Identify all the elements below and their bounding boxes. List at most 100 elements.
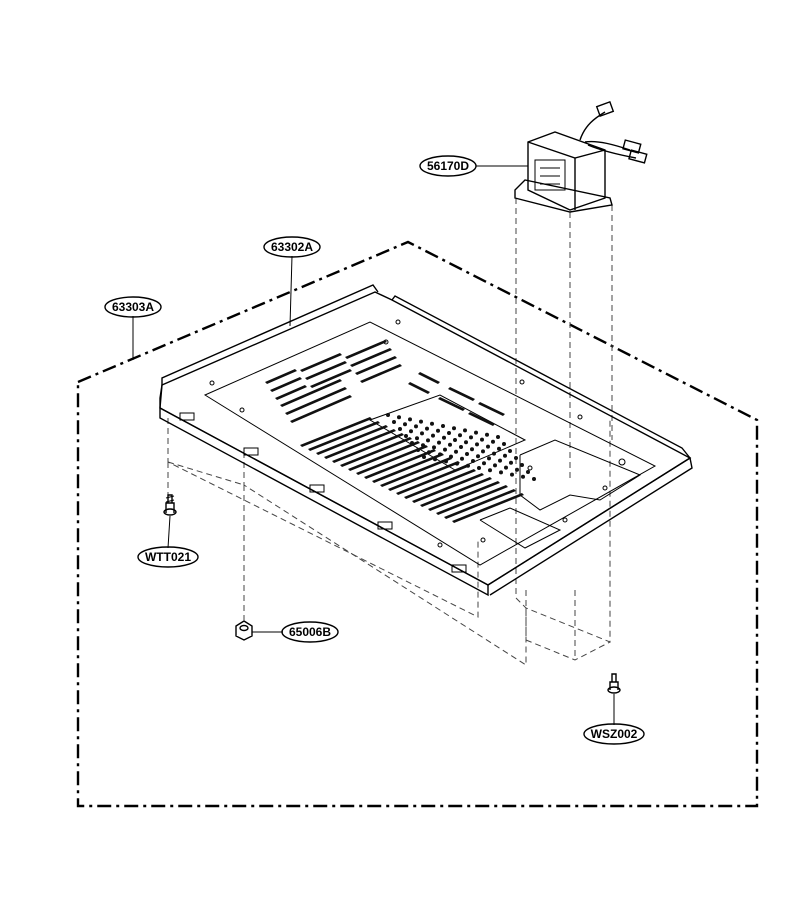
vent-slot [428, 481, 500, 511]
perforation-dot [419, 419, 423, 424]
perforation-dot [497, 446, 501, 451]
vent-slot [420, 477, 492, 507]
perforation-dot [436, 428, 440, 433]
vent-slot [388, 461, 460, 491]
vent-slot [372, 453, 444, 483]
center-perforations [386, 413, 536, 481]
front-screw-part [163, 494, 177, 516]
perforation-dot [403, 422, 407, 427]
part-label-56170D: 56170D [419, 155, 477, 177]
part-label-65006B: 65006B [281, 621, 339, 643]
perforation-dot [485, 432, 489, 437]
perforation-dot [496, 435, 500, 439]
perforation-dot [409, 429, 413, 434]
vent-slot [436, 485, 508, 515]
perforation-dot [458, 433, 462, 438]
vent-slot [308, 421, 380, 451]
part-label-WTT021: WTT021 [137, 546, 199, 568]
part-label-63302A: 63302A [263, 236, 321, 258]
perforation-dot [476, 454, 480, 459]
perforation-dot [515, 467, 519, 472]
perforation-dot [431, 433, 435, 438]
perforation-dot [493, 463, 497, 468]
vent-slot [316, 425, 388, 455]
perforation-dot [520, 463, 524, 467]
perforation-dot [464, 440, 468, 445]
perforation-dot [443, 447, 447, 452]
perforation-dot [447, 431, 451, 435]
perforation-dot [503, 453, 507, 458]
perforation-dot [386, 413, 390, 417]
perforation-dot [487, 456, 491, 461]
transformer-part [514, 101, 648, 213]
perforation-dot [430, 421, 434, 426]
perforation-dot [475, 442, 479, 447]
perforation-dot [441, 424, 445, 428]
plate-holes [209, 319, 626, 548]
nut-part [235, 620, 253, 641]
part-label-text: 65006B [289, 625, 331, 639]
vent-slot [412, 473, 484, 503]
perforation-dot [404, 434, 408, 438]
perforation-dot [460, 456, 464, 461]
phantom-projection-lines [167, 198, 613, 666]
perforation-dot [480, 437, 484, 442]
vent-slot [404, 469, 476, 499]
perforation-dot [442, 435, 446, 440]
perforation-dot [465, 452, 469, 456]
perforation-dot [454, 449, 458, 454]
perforation-dot [514, 456, 518, 460]
perforation-dot [509, 460, 513, 465]
perforation-dot [504, 465, 508, 470]
part-label-text: WTT021 [145, 550, 191, 564]
perforation-dot [415, 436, 419, 441]
vent-slot [444, 489, 516, 519]
perforation-dot [508, 449, 512, 453]
perforation-dot [437, 440, 441, 445]
perforation-dot [420, 431, 424, 436]
perforation-dot [432, 445, 436, 450]
perforation-dot [453, 438, 457, 442]
perforation-dot [488, 468, 492, 473]
perforation-dot [452, 426, 456, 431]
vent-slot [356, 445, 428, 475]
perforation-dot [397, 415, 401, 420]
perforation-dot [414, 424, 418, 429]
perforation-dot [491, 439, 495, 444]
perforation-dot [469, 435, 473, 440]
perforation-dot [526, 470, 530, 474]
perforation-dot [510, 472, 514, 477]
perforation-dot [502, 442, 506, 446]
vent-slot [396, 465, 468, 495]
perforation-dot [392, 420, 396, 424]
part-label-WSZ002: WSZ002 [583, 723, 645, 745]
perforation-dot [471, 459, 475, 463]
vent-slot [300, 417, 372, 447]
part-label-text: 63303A [112, 300, 154, 314]
vent-slot [332, 433, 404, 463]
vent-slot [340, 437, 412, 467]
perforation-dot [474, 430, 478, 435]
perforation-dot [459, 445, 463, 449]
perforation-dot [425, 426, 429, 431]
vent-slots-upper [265, 340, 505, 426]
vent-slot [364, 449, 436, 479]
perforation-dot [426, 438, 430, 443]
vent-slot [452, 493, 524, 523]
perforation-dot [481, 449, 485, 454]
perforation-dot [477, 466, 481, 470]
perforation-dot [408, 417, 412, 422]
vent-slot [324, 429, 396, 459]
assembly-frame-outline [76, 240, 759, 808]
vent-slot [380, 457, 452, 487]
vent-slots-lower [300, 417, 524, 523]
perforation-dot [532, 477, 536, 481]
perforation-dot [482, 461, 486, 466]
vent-slot [348, 441, 420, 471]
perforation-dot [499, 470, 503, 475]
part-label-text: WSZ002 [591, 727, 638, 741]
perforation-dot [486, 444, 490, 449]
rear-screw-part [607, 673, 621, 694]
perforation-dot [470, 447, 474, 452]
